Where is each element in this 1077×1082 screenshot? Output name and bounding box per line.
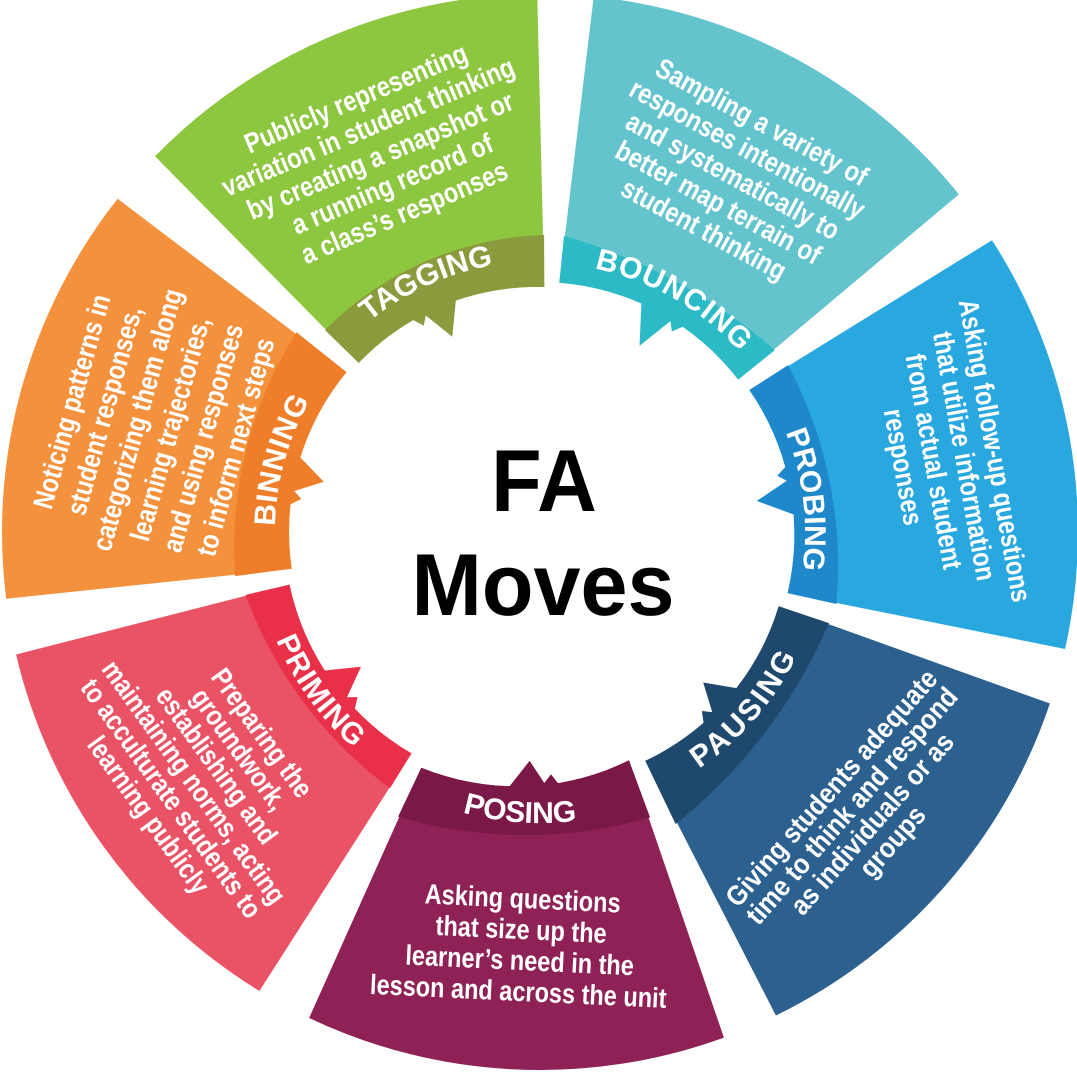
svg-text:FA: FA — [491, 431, 597, 530]
svg-text:Moves: Moves — [412, 535, 675, 634]
